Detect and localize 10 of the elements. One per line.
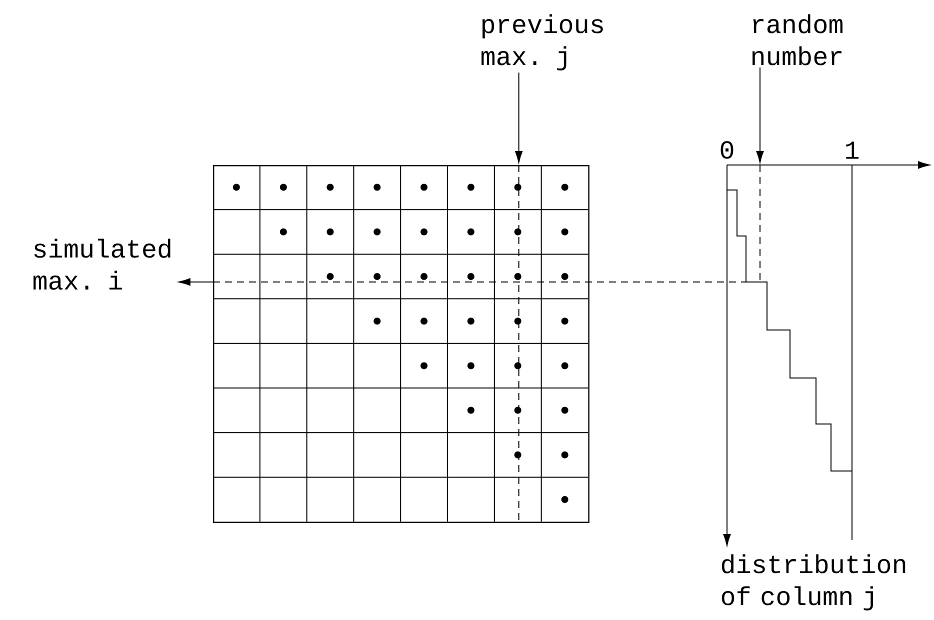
arrow: [515, 72, 523, 163]
tick-label: 1: [846, 142, 859, 159]
axis-label: distribution of column j: [722, 554, 906, 610]
tick-label: 0: [720, 141, 734, 159]
arrow: [756, 67, 764, 163]
text-label: simulated max. i: [33, 238, 170, 290]
text-label: previous max. j: [481, 14, 603, 70]
text-label: random number: [752, 14, 842, 66]
arrow: [178, 278, 214, 286]
matrix-grid: [213, 165, 590, 523]
